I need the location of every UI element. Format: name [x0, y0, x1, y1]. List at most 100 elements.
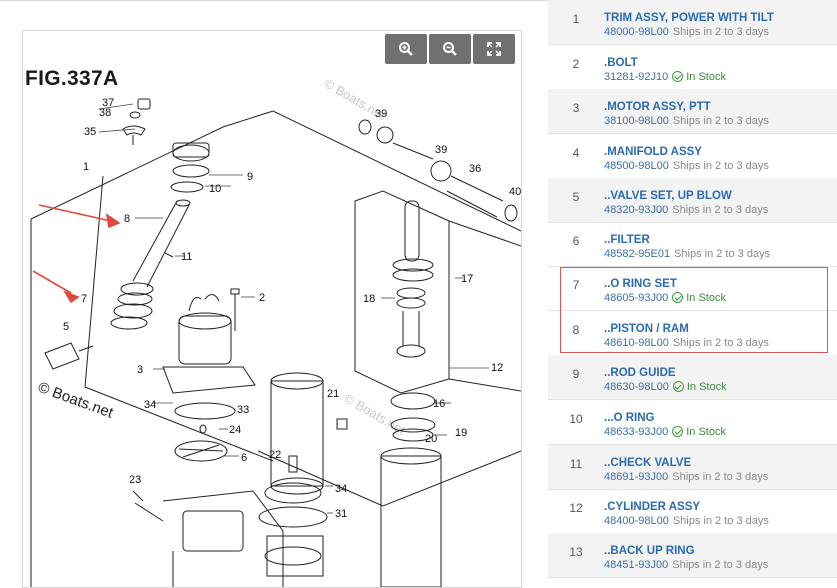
parts-list: 1 TRIM ASSY, POWER WITH TILT 48000-98L00…: [548, 0, 837, 586]
callout-17: 17: [461, 273, 473, 285]
callout-3: 3: [137, 364, 143, 376]
callout-36: 36: [469, 163, 481, 175]
part-name-link[interactable]: .BOLT: [604, 57, 638, 69]
watermark-main: © Boats.net: [36, 379, 116, 422]
red-arrow-7: [32, 270, 72, 294]
part-number[interactable]: 48000-98L00: [604, 26, 669, 38]
availability: Ships in 2 to 3 days: [672, 337, 769, 349]
parts-diagram-panel[interactable]: FIG.337A © Boats.net © Boats.net © Boats…: [22, 30, 522, 588]
row-number: 6: [572, 234, 580, 248]
availability: Ships in 2 to 3 days: [672, 471, 769, 483]
callout-38: 38: [99, 107, 111, 119]
part-number[interactable]: 48691-93J00: [604, 471, 669, 483]
row-number: 3: [572, 101, 580, 115]
part-name-link[interactable]: ..CHECK VALVE: [604, 457, 692, 469]
zoom-controls: [385, 34, 515, 64]
check-circle-icon: [672, 426, 684, 437]
callout-7: 7: [81, 293, 87, 305]
part-number[interactable]: 48582-95E01: [604, 248, 671, 260]
part-name-link[interactable]: ...O RING: [604, 412, 655, 424]
part-number[interactable]: 31281-92J10: [604, 71, 669, 83]
part-name-link[interactable]: ..PISTON / RAM: [604, 323, 689, 335]
callout-33: 33: [237, 404, 249, 416]
part-name-link[interactable]: ..ROD GUIDE: [604, 367, 676, 379]
highlight-annotation: [560, 267, 828, 353]
part-name-link[interactable]: TRIM ASSY, POWER WITH TILT: [604, 12, 774, 24]
part-name-link[interactable]: ..O RING SET: [604, 278, 677, 290]
availability: Ships in 2 to 3 days: [672, 160, 769, 172]
part-number[interactable]: 48400-98L00: [604, 515, 669, 527]
callout-34a: 34: [144, 399, 156, 411]
part-number[interactable]: 48610-98L00: [604, 337, 669, 349]
callout-24: 24: [229, 424, 241, 436]
part-name-link[interactable]: ..BACK UP RING: [604, 545, 695, 557]
row-number: 12: [569, 501, 583, 515]
fullscreen-icon: [487, 42, 501, 56]
exploded-parts-drawing: © Boats.net © Boats.net © Boats.net: [30, 76, 521, 587]
zoom-in-button[interactable]: [385, 34, 427, 64]
callout-18: 18: [363, 293, 375, 305]
fullscreen-button[interactable]: [473, 34, 515, 64]
row-number: 5: [572, 190, 580, 204]
part-name-link[interactable]: ..FILTER: [604, 234, 650, 246]
part-row-1[interactable]: 1 TRIM ASSY, POWER WITH TILT 48000-98L00…: [548, 0, 837, 45]
availability: Ships in 2 to 3 days: [672, 204, 769, 216]
callout-20: 20: [425, 433, 437, 445]
availability: In Stock: [686, 71, 726, 83]
part-name-link[interactable]: .MANIFOLD ASSY: [604, 146, 702, 158]
part-number[interactable]: 48500-98L00: [604, 160, 669, 172]
callout-11: 11: [181, 251, 192, 263]
part-number[interactable]: 48630-98L00: [604, 381, 669, 393]
top-divider: [0, 0, 548, 1]
part-number[interactable]: 38100-98L00: [604, 115, 669, 127]
callout-5: 5: [63, 321, 69, 333]
callout-39b: 39: [435, 144, 447, 156]
red-arrow-8: [38, 204, 112, 222]
part-sub: 31281-92J10 In Stock: [604, 71, 726, 83]
row-number: 4: [572, 146, 580, 160]
part-number[interactable]: 48633-93J00: [604, 426, 669, 438]
callout-16: 16: [433, 398, 445, 410]
callout-22: 22: [269, 449, 281, 461]
callout-10: 10: [209, 183, 221, 195]
callout-40a: 40: [509, 186, 521, 198]
part-number[interactable]: 48320-93J00: [604, 204, 669, 216]
zoom-out-button[interactable]: [429, 34, 471, 64]
part-name-link[interactable]: ..VALVE SET, UP BLOW: [604, 190, 732, 202]
part-name-link[interactable]: .MOTOR ASSY, PTT: [604, 101, 711, 113]
availability: Ships in 2 to 3 days: [672, 26, 769, 38]
availability: Ships in 2 to 3 days: [672, 559, 769, 571]
callout-23: 23: [129, 474, 141, 486]
callout-35: 35: [84, 126, 96, 138]
part-number[interactable]: 48605-93J00: [604, 292, 669, 304]
availability: Ships in 2 to 3 days: [674, 248, 771, 260]
callout-34b: 34: [335, 483, 347, 495]
row-number: 9: [572, 367, 580, 381]
check-circle-icon: [672, 292, 684, 303]
part-name-link[interactable]: .CYLINDER ASSY: [604, 501, 701, 513]
zoom-in-icon: [399, 42, 413, 56]
part-number[interactable]: 48451-93J00: [604, 559, 669, 571]
